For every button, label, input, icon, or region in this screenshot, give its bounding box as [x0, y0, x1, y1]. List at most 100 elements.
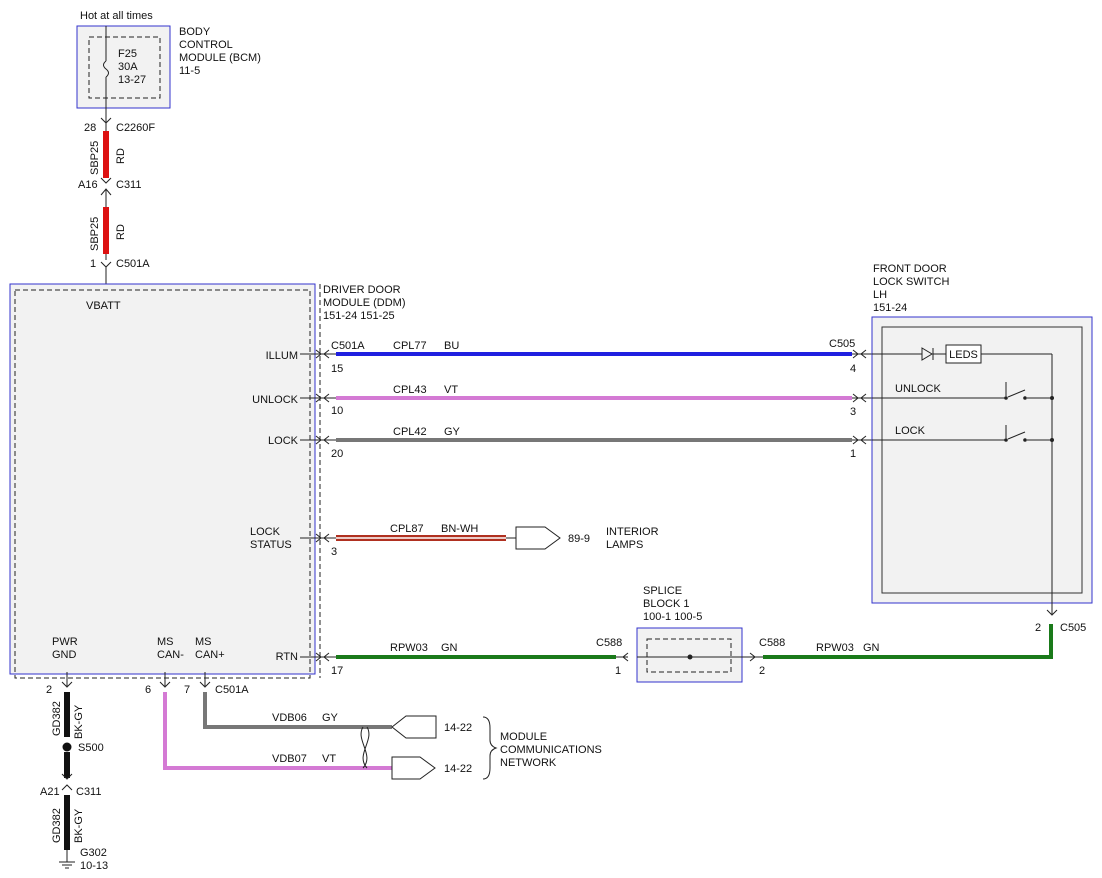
rtn-left-pin: 1 [615, 665, 621, 677]
can-plus-pin: 7 [184, 684, 190, 696]
twisted-pair-icon [360, 726, 370, 769]
bcm-inner-dashed [88, 36, 161, 99]
lock-color: GY [444, 426, 461, 438]
fuse-rating: 30A [118, 61, 138, 73]
ground-color-1: BK-GY [73, 704, 85, 739]
bcm-box [76, 25, 171, 109]
wire-gn-left [336, 655, 616, 659]
illum-color: BU [444, 340, 459, 352]
can-left-arrow-icon [391, 715, 437, 739]
lock-switch-pin: 1 [850, 448, 856, 460]
vdb07-circuit: VDB07 [272, 753, 307, 765]
lock-circuit: CPL42 [393, 426, 427, 438]
bcm-module: Hot at all times F25 30A 13-27 BODY CONT… [76, 10, 261, 109]
lock-status-dest-ref: 89-9 [568, 533, 590, 545]
rtn-left-color: GN [441, 642, 458, 654]
ddm-power-connector: C501A [116, 258, 150, 270]
unlock-circuit: CPL43 [393, 384, 427, 396]
lock-status-dest-2: LAMPS [606, 539, 643, 551]
rtn-left-circuit: RPW03 [390, 642, 428, 654]
wire-unlock: 10 CPL43 VT 3 [300, 384, 872, 418]
lock-switch-module: FRONT DOOR LOCK SWITCH LH 151-24 LEDS UN… [871, 263, 1093, 616]
bcm-name-3: MODULE (BCM) [179, 52, 261, 64]
inline-connector-icon [100, 177, 112, 184]
network-label-3: NETWORK [500, 757, 557, 769]
vdb06-color: GY [322, 712, 339, 724]
ddm-box [9, 283, 316, 675]
network-brace [482, 716, 498, 780]
bcm-name-4: 11-5 [179, 65, 200, 77]
ground-inline-pin: A21 [40, 786, 60, 798]
unlock-switch-contact [1007, 389, 1026, 398]
bcm-pin: 28 [84, 122, 96, 134]
rtn-ddm-pin: 17 [331, 665, 343, 677]
illum-switch-connector: C505 [829, 338, 855, 350]
splice-name-2: BLOCK 1 [643, 598, 689, 610]
can-ref-1: 14-22 [444, 722, 472, 734]
power-feed: 28 C2260F SBP25 RD A16 C311 SBP25 RD 1 C… [78, 108, 155, 284]
unlock-color: VT [444, 384, 458, 396]
wire-gn-vertical [1049, 624, 1053, 659]
ground-circuit: 2 GD382 BK-GY S500 A21 C311 GD382 BK-GY … [40, 672, 108, 872]
illum-circuit: CPL77 [393, 340, 427, 352]
wire-segment-rd-1 [103, 131, 109, 178]
bcm-name-1: BODY [179, 26, 211, 38]
ground-color-2: BK-GY [73, 808, 85, 843]
splice-inner-dashed [646, 638, 732, 673]
fuse-ref: 13-27 [118, 74, 146, 86]
can-minus-pin: 6 [145, 684, 151, 696]
rtn-right-circuit: RPW03 [816, 642, 854, 654]
switch-name-4: 151-24 [873, 302, 907, 314]
inline-connector: C311 [116, 179, 141, 191]
ground-ref: 10-13 [80, 860, 108, 872]
ground-circuit-1: GD382 [51, 701, 63, 736]
wire-bu [336, 352, 852, 356]
wire-vdb06 [203, 692, 392, 729]
wire-rtn-right: C588 2 RPW03 GN 2 C505 [742, 622, 1086, 677]
splice-name-1: SPLICE [643, 585, 682, 597]
lock-status-dest-1: INTERIOR [606, 526, 659, 538]
wire-lock-status: 3 CPL87 BN-WH 89-9 INTERIOR LAMPS [300, 523, 659, 558]
lock-status-color: BN-WH [441, 523, 478, 535]
rtn-switch-pin: 2 [1035, 622, 1041, 634]
ground-splice: S500 [78, 742, 104, 754]
wire-lock: 20 CPL42 GY 1 [300, 426, 872, 460]
can-connector: C501A [215, 684, 249, 696]
rtn-right-color: GN [863, 642, 880, 654]
splice-point [687, 654, 693, 660]
wire-bk-gy-3 [64, 795, 70, 850]
ground-inline-connector: C311 [76, 786, 101, 798]
splice-name-3: 100-1 100-5 [643, 611, 702, 623]
vdb07-color: VT [322, 753, 336, 765]
power-circuit-1: SBP25 [89, 141, 101, 175]
wire-gn-right [763, 655, 1052, 659]
ddm-ms-can-plus-2: CAN+ [195, 649, 225, 661]
network-label-2: COMMUNICATIONS [500, 744, 602, 756]
switch-name-2: LOCK SWITCH [873, 276, 949, 288]
hot-at-all-times-label: Hot at all times [80, 10, 153, 22]
lock-status-circuit: CPL87 [390, 523, 424, 535]
ddm-pwr-gnd-2: GND [52, 649, 77, 661]
ddm-lock: LOCK [268, 435, 299, 447]
wire-illum: C501A 15 CPL77 BU C505 4 [300, 338, 872, 375]
power-circuit-2: SBP25 [89, 217, 101, 251]
fuse-id: F25 [118, 48, 137, 60]
illum-ddm-pin: 15 [331, 363, 343, 375]
splice-block: SPLICE BLOCK 1 100-1 100-5 [636, 585, 743, 683]
wire-vdb07 [163, 692, 392, 770]
network-label-1: MODULE [500, 731, 547, 743]
switch-name-1: FRONT DOOR [873, 263, 947, 275]
illum-switch-pin: 4 [850, 363, 856, 375]
rtn-right-connector: C588 [759, 637, 785, 649]
power-color-1: RD [115, 148, 127, 164]
rtn-right-pin: 2 [759, 665, 765, 677]
unlock-ddm-pin: 10 [331, 405, 343, 417]
ddm-rtn: RTN [276, 651, 298, 663]
lock-switch-contact [1007, 431, 1026, 440]
switch-name-3: LH [873, 289, 887, 301]
ddm-ms-can-plus-1: MS [195, 636, 212, 648]
ddm-pwr-gnd-1: PWR [52, 636, 78, 648]
vdb06-circuit: VDB06 [272, 712, 307, 724]
unlock-switch-pin: 3 [850, 406, 856, 418]
